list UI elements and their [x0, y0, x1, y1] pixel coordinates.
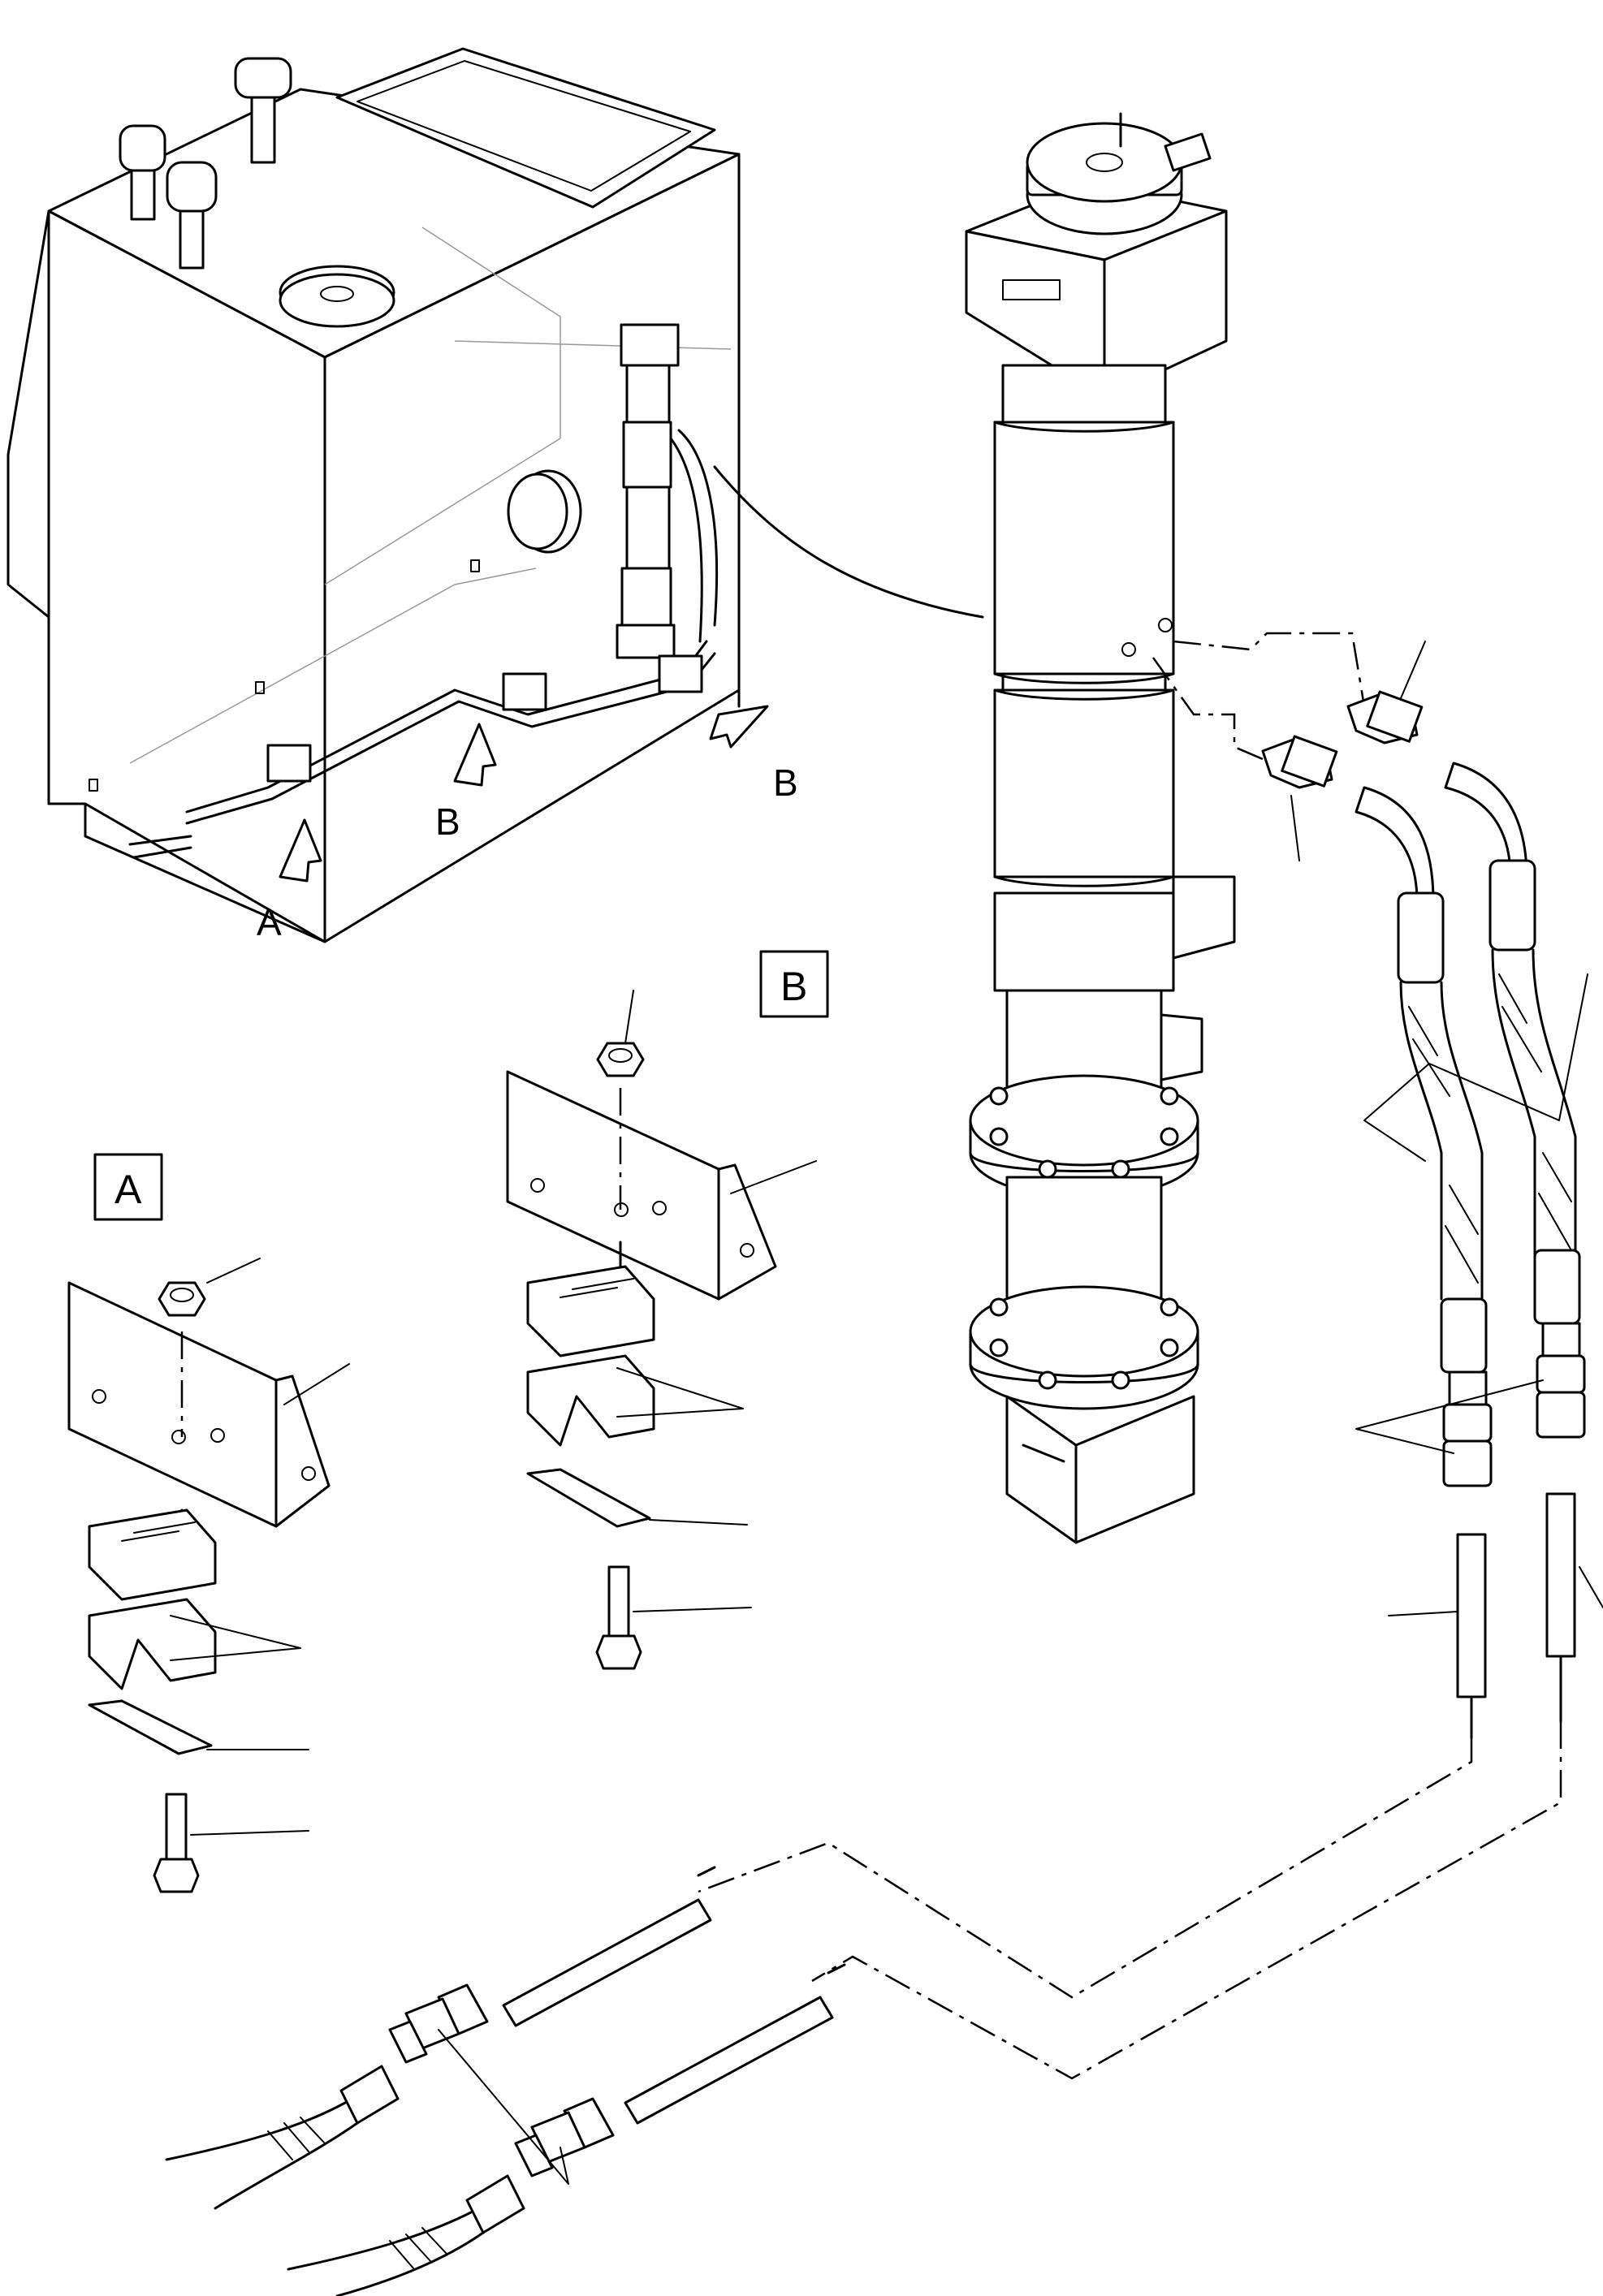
detail-b-label: B [780, 964, 807, 1009]
view-arrow-icon [279, 818, 322, 883]
filler-cap [166, 161, 218, 270]
flange [969, 1074, 1199, 1199]
valve-assembly [616, 323, 719, 659]
view-label-a: A [257, 901, 282, 943]
detail-a-label: A [114, 1167, 142, 1212]
hose-clamp [658, 654, 703, 693]
quick-coupling [388, 1983, 489, 2064]
quick-coupling [514, 2097, 615, 2177]
nipple-fitting [1442, 1370, 1493, 1487]
detail-a-clamp-exploded: A [67, 1153, 350, 1893]
view-label-b: B [435, 801, 460, 843]
hydraulic-tank-unit: A B B [6, 47, 984, 943]
detail-b-box [759, 950, 829, 1018]
nipple-fitting [1536, 1322, 1586, 1439]
detail-a-box [93, 1153, 163, 1221]
flange [969, 1285, 1199, 1410]
filler-cap [234, 57, 292, 164]
filler-cap [119, 124, 166, 221]
lock-nut [158, 1281, 206, 1317]
hose-clamp [266, 744, 312, 783]
detail-b-clamp-exploded: B [506, 950, 829, 1670]
view-arrow-icon [709, 705, 769, 749]
adapter-fitting [1261, 735, 1338, 789]
hose-assembly-right [698, 632, 1603, 2080]
bolt [153, 1793, 200, 1893]
hose-clamp [502, 672, 547, 711]
adapter-fitting [1346, 690, 1424, 744]
bolt [595, 1565, 642, 1670]
pipe [1545, 1492, 1576, 1658]
lock-nut [596, 1042, 645, 1077]
actuator-column [965, 112, 1236, 1544]
detail-callout-curve [713, 465, 984, 619]
pipe [502, 1898, 712, 2027]
view-arrow-icon [453, 723, 497, 787]
hose-assembly-bottom [165, 1866, 846, 2296]
pipe [1456, 1533, 1487, 1698]
view-label-b-secondary: B [773, 762, 798, 804]
pipe [624, 1996, 834, 2125]
